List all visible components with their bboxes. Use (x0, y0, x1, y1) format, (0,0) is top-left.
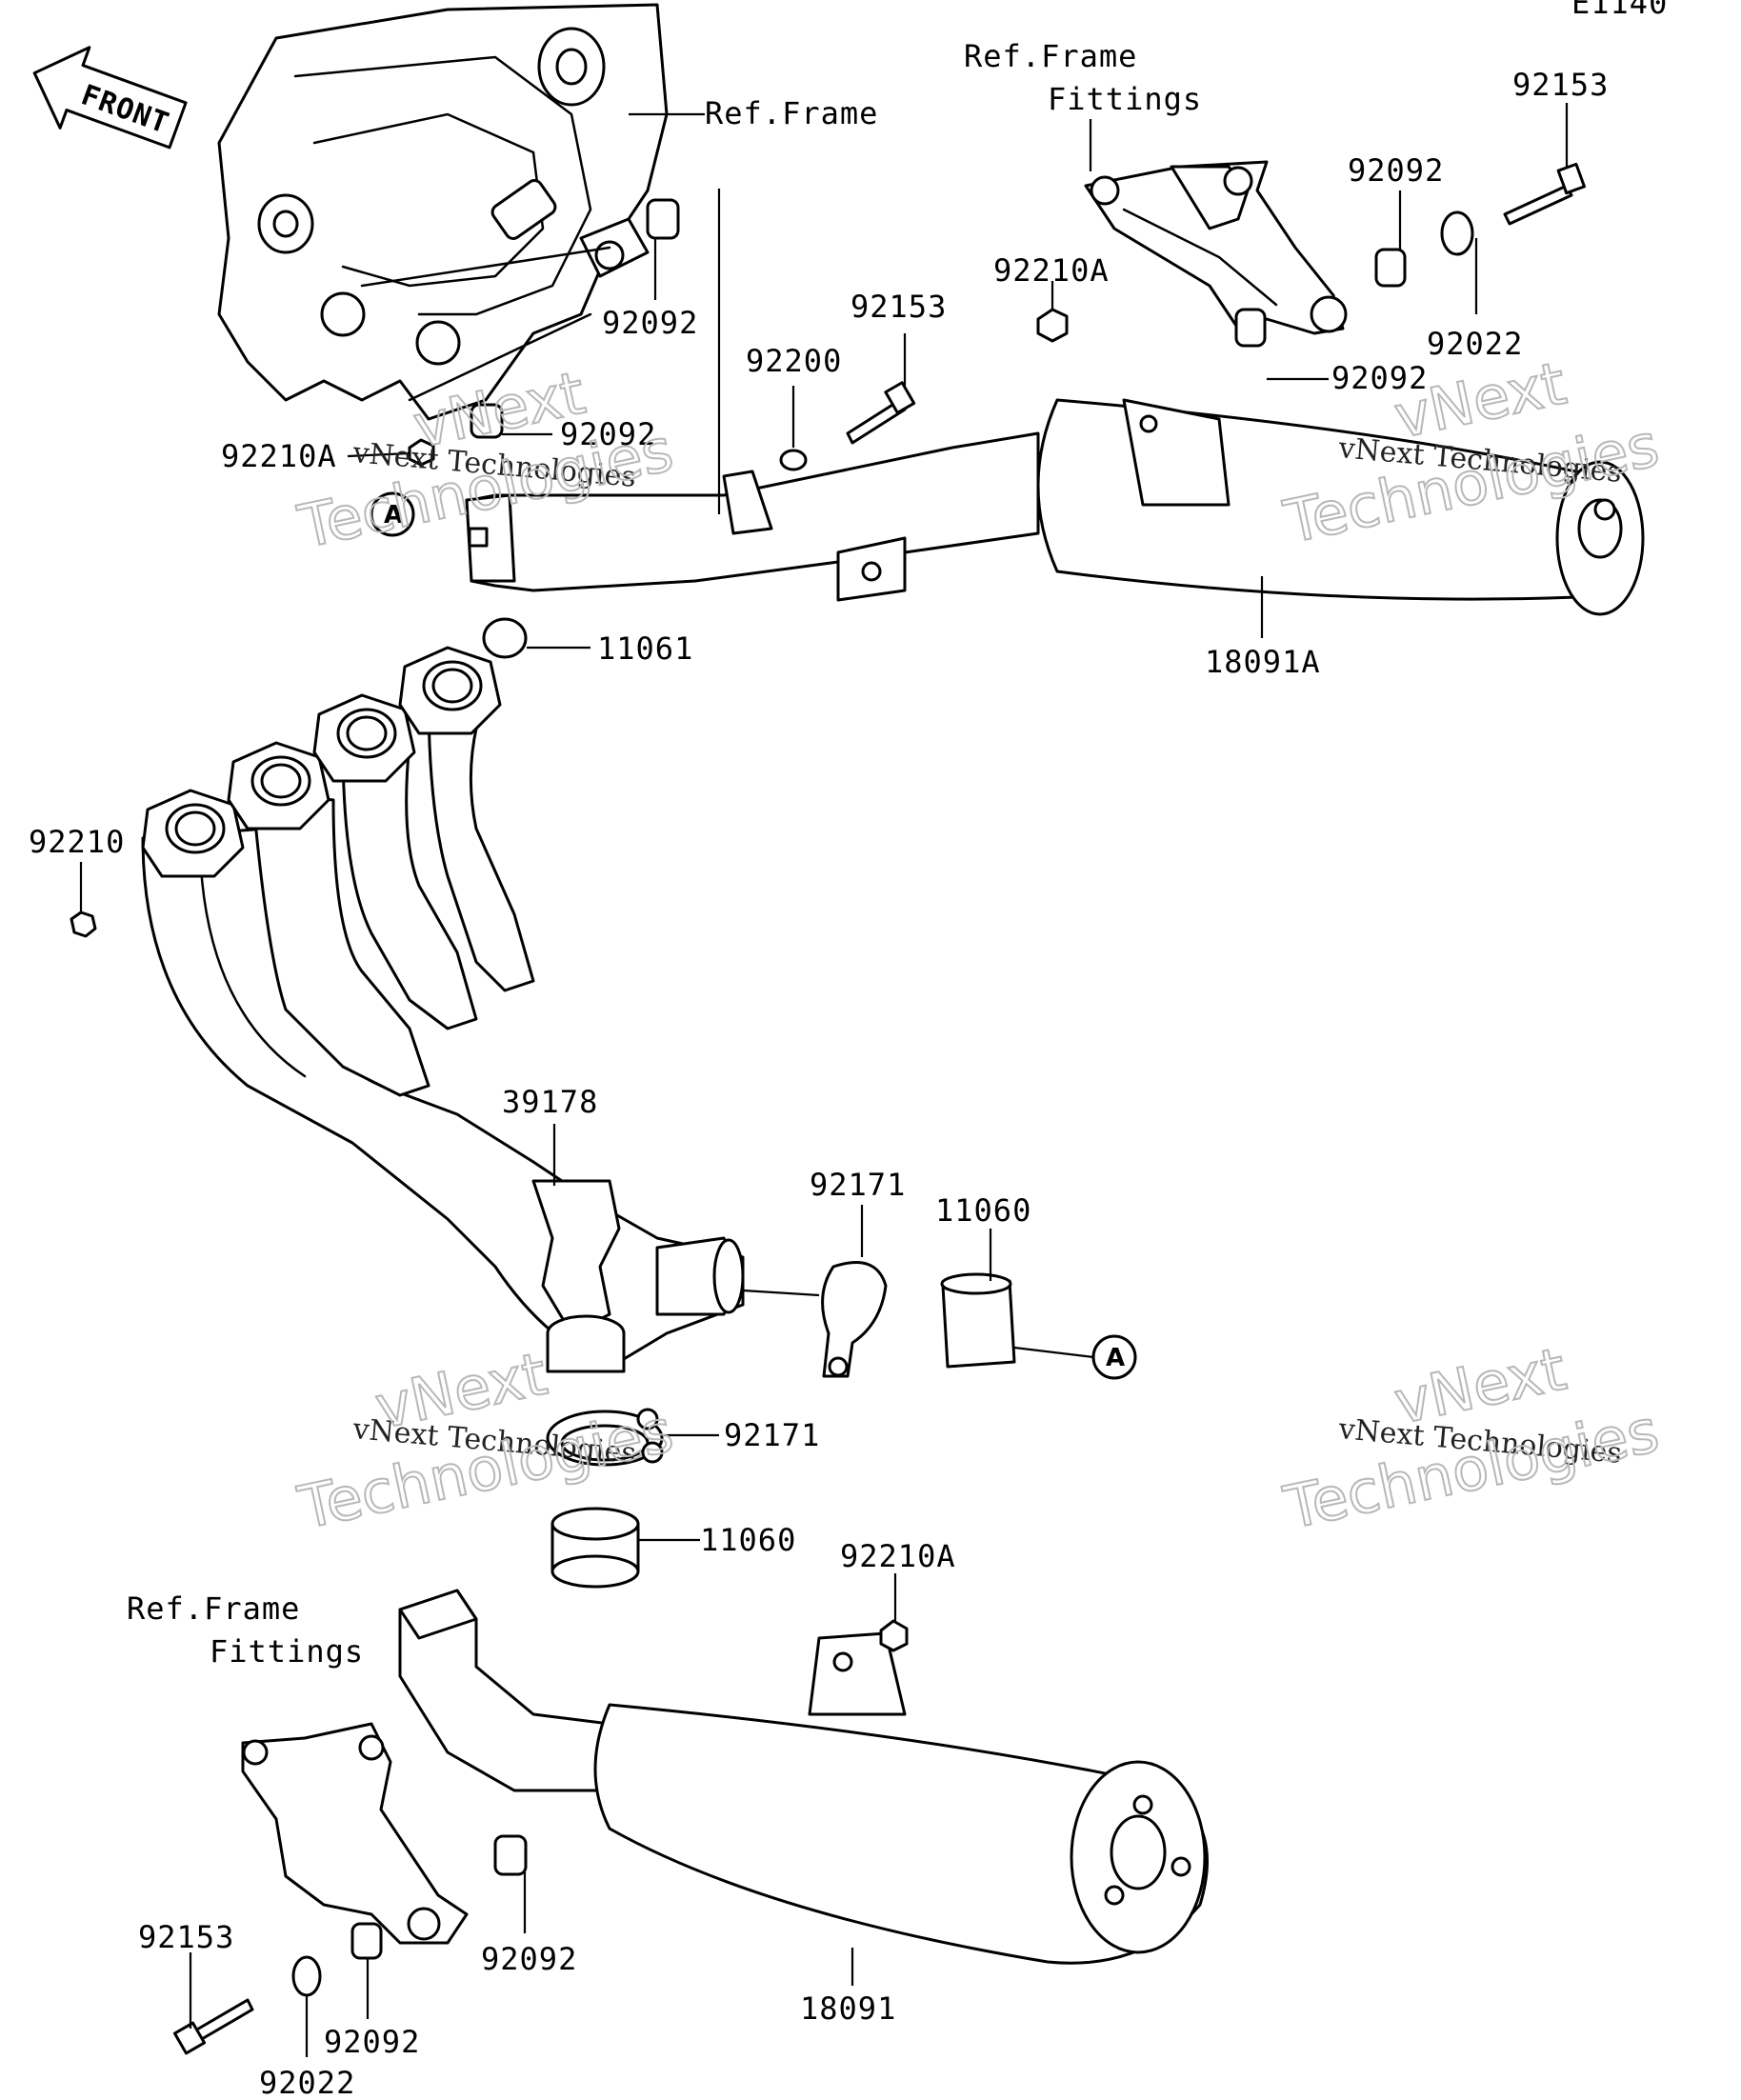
collar-92092-frame (646, 198, 680, 240)
part-92153-mid: 92153 (850, 289, 947, 325)
frame-illustration (217, 3, 669, 421)
nut-92210 (70, 910, 97, 938)
part-18091: 18091 (800, 1990, 896, 2027)
part-92171-top: 92171 (810, 1167, 906, 1203)
part-92153-bottom: 92153 (138, 1919, 234, 1955)
ref-frame-fittings-bottom-line2: Fittings (210, 1633, 364, 1670)
footrest-bracket-bottom (241, 1722, 469, 1945)
muffler-18091A (465, 398, 1645, 616)
nut-92210A-left (408, 438, 435, 467)
collar-92092-left (470, 403, 504, 439)
exhaust-header-39178 (141, 646, 745, 1373)
leader-lines (79, 103, 1569, 2057)
connector-a-top: A (370, 491, 415, 537)
washer-92200 (779, 449, 808, 471)
part-11060-mid: 11060 (700, 1522, 796, 1558)
diagram-code: E1140 (1571, 0, 1668, 21)
ref-frame-fittings-top-line2: Fittings (1048, 81, 1202, 117)
ref-frame-fittings-bottom-line1: Ref.Frame (127, 1590, 300, 1627)
part-92210A-left: 92210A (221, 438, 337, 474)
nut-92210A-bottom (879, 1619, 909, 1652)
part-92171-mid: 92171 (724, 1417, 820, 1453)
part-11060-top: 11060 (935, 1192, 1031, 1229)
part-92210A-bottom: 92210A (840, 1538, 956, 1574)
part-labels: 92153 92092 92210A 92022 92092 92092 921… (29, 67, 1609, 2100)
watermark-left-bottom: vNext Technologies vNext Technologies (291, 1338, 680, 1544)
svg-text:A: A (1106, 1344, 1125, 1372)
washer-92022-top (1440, 210, 1474, 256)
collar-92092-bottom-mid (493, 1834, 528, 1876)
part-92092-top-right: 92092 (1348, 152, 1444, 189)
part-92200: 92200 (746, 343, 842, 379)
part-18091A: 18091A (1205, 644, 1321, 680)
part-92210A-top: 92210A (993, 252, 1110, 289)
front-arrow-icon: FRONT (32, 46, 188, 150)
part-92092-bottom-mid: 92092 (481, 1941, 577, 1977)
part-92092-bottom-left: 92092 (324, 2024, 420, 2060)
part-92092-mid-right: 92092 (1331, 360, 1428, 396)
part-92092-left: 92092 (560, 416, 656, 452)
watermark-right-bottom: vNext Technologies vNext Technologies (1277, 1333, 1666, 1544)
collar-92092-bottom-left (350, 1922, 383, 1960)
collar-11060-top (940, 1272, 1016, 1369)
footrest-bracket-top (1084, 160, 1348, 335)
part-92092-frame: 92092 (602, 305, 698, 341)
collar-11060-mid (550, 1507, 640, 1589)
collar-92092-mid-right (1234, 308, 1267, 348)
connector-a-bottom: A (1091, 1334, 1137, 1380)
part-92153-top: 92153 (1512, 67, 1609, 103)
clamp-92171-mid (546, 1408, 664, 1467)
washer-92022-bottom (291, 1955, 322, 1997)
clamp-92171-top (821, 1261, 888, 1378)
nut-92210A-top (1036, 308, 1069, 343)
part-92022-bottom: 92022 (259, 2065, 355, 2100)
ref-frame-fittings-top-line1: Ref.Frame (964, 38, 1137, 74)
ref-frame-label: Ref.Frame (705, 95, 878, 131)
part-39178: 39178 (502, 1084, 598, 1120)
collar-92092-top-right (1374, 248, 1407, 288)
part-92022-top: 92022 (1427, 326, 1523, 362)
svg-text:A: A (384, 501, 403, 530)
muffler-18091 (398, 1589, 1209, 1965)
part-92210: 92210 (29, 824, 125, 860)
part-11061: 11061 (597, 630, 693, 667)
gasket-11061 (482, 617, 528, 659)
bolt-92153-top (1503, 184, 1573, 226)
